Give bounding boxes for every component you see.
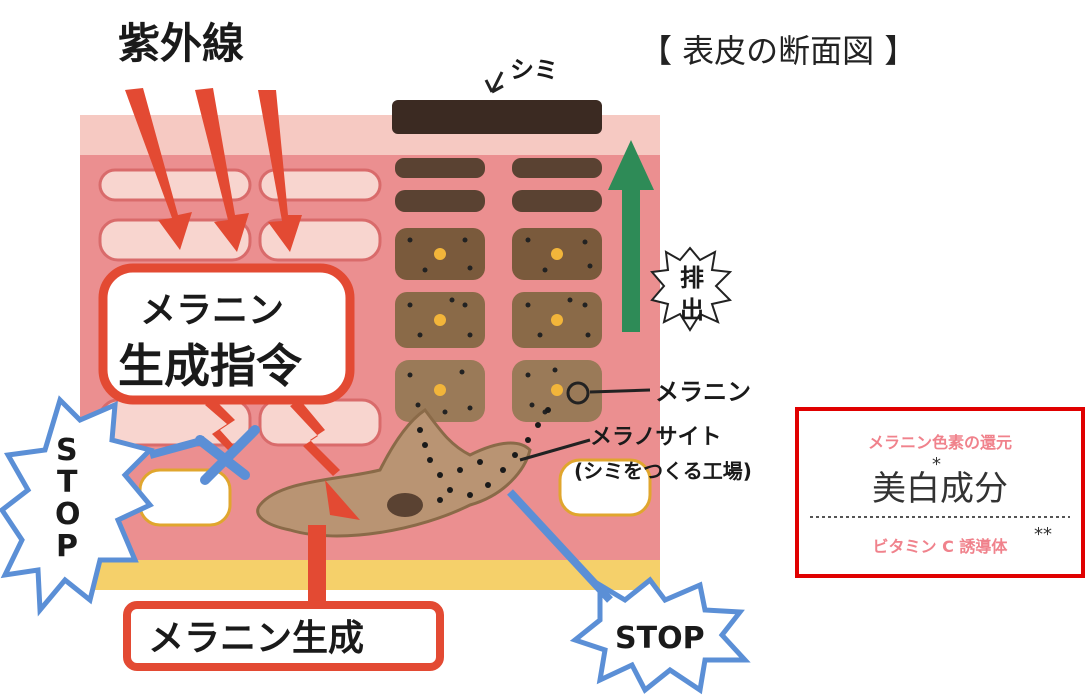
spot-patch: [392, 100, 602, 134]
excretion-label-1: 排: [680, 264, 704, 292]
spot-pointer-icon: [484, 71, 504, 94]
info-main-mark: *: [932, 454, 941, 475]
command-label-line2: 生成指令: [118, 339, 303, 393]
melanocyte-pointer-line: [519, 438, 591, 462]
production-arrow-stem: [308, 525, 326, 610]
stop-link-line-left: [148, 436, 207, 459]
diagram-title: 【 表皮の断面図 】: [640, 32, 916, 70]
stop-left-letter-s: S: [56, 433, 78, 468]
production-label: メラニン生成: [148, 618, 364, 659]
stop-right-label: STOP: [615, 621, 705, 656]
melanocyte-note: (シミをつくる工場): [574, 459, 752, 483]
stop-burst-left-icon: [0, 395, 155, 617]
uv-label: 紫外線: [118, 19, 244, 68]
blocked-cross-icon: [195, 425, 260, 485]
melanin-granule-marker: [566, 381, 590, 405]
spot-label: シミ: [510, 56, 558, 84]
info-main-label: 美白成分: [872, 469, 1008, 509]
excretion-arrow-icon: [608, 140, 654, 332]
melanin-label: メラニン: [655, 378, 751, 406]
whitening-info-box: [795, 407, 1085, 578]
excretion-label-2: 出: [680, 296, 704, 324]
stop-link-line-right: [507, 489, 613, 603]
info-top-label: メラニン色素の還元: [868, 433, 1012, 452]
zigzag-arrowhead-right: [325, 480, 360, 520]
uv-arrows: [125, 88, 302, 252]
info-bottom-mark: **: [1034, 524, 1052, 545]
melanin-dots-path: [417, 407, 551, 503]
command-label-line1: メラニン: [140, 290, 284, 331]
zigzag-arrow-right: [290, 400, 340, 476]
stop-left-letter-t: T: [57, 465, 78, 500]
basal-layer: [80, 560, 660, 590]
melanin-pointer-line: [589, 388, 651, 394]
melanin-command-box: [98, 263, 355, 405]
melanocyte-cell: [256, 407, 532, 538]
melanocyte-nucleus: [387, 493, 423, 517]
stop-burst-right-icon: [569, 576, 751, 695]
stop-left-letter-o: O: [55, 497, 81, 532]
pigmented-cells: [395, 158, 602, 422]
info-bottom-label: ビタミン C 誘導体: [873, 537, 1009, 556]
excretion-burst-icon: [650, 246, 733, 332]
melanin-production-box: [123, 601, 444, 671]
stop-left-letter-p: P: [56, 529, 78, 564]
melanocyte-label: メラノサイト: [590, 425, 722, 450]
